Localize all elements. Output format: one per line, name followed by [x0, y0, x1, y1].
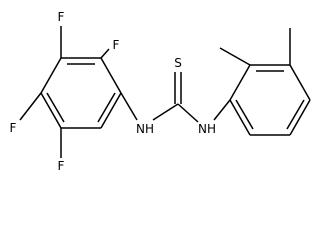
fluorine-label-top: F: [58, 10, 65, 24]
bond-c-nh-right: [177, 103, 199, 123]
bond-ring-nh-left: [120, 92, 138, 121]
bond: [289, 64, 311, 101]
bond: [289, 99, 311, 136]
bond: [40, 57, 62, 94]
amine-label-right: NH: [198, 122, 216, 136]
chemical-structure: F F F F S NH NH: [10, 10, 311, 173]
bond: [229, 99, 251, 136]
tetrafluorophenyl-ring: [40, 57, 122, 129]
double-bond-inner: [235, 99, 254, 130]
bond-c-f-upper-right: [100, 48, 110, 59]
double-bond-inner: [46, 92, 65, 123]
bond: [100, 92, 122, 129]
bond: [100, 57, 122, 94]
sulfur-label: S: [174, 56, 182, 70]
bond: [229, 64, 251, 101]
fluorine-label-bottom: F: [58, 159, 65, 173]
fluorine-label-left: F: [10, 121, 17, 135]
double-bond-inner: [97, 92, 116, 123]
fluorine-label-upper-right: F: [113, 38, 120, 52]
bond: [40, 92, 62, 129]
bond-methyl-ortho: [219, 47, 251, 66]
double-bond-inner: [286, 99, 305, 130]
amine-label-left: NH: [136, 122, 154, 136]
bond-nh-right-ring: [213, 99, 231, 121]
bond-c-f-left: [19, 92, 42, 121]
bond-nh-left-c: [152, 103, 179, 121]
dimethylphenyl-ring: [229, 64, 311, 136]
